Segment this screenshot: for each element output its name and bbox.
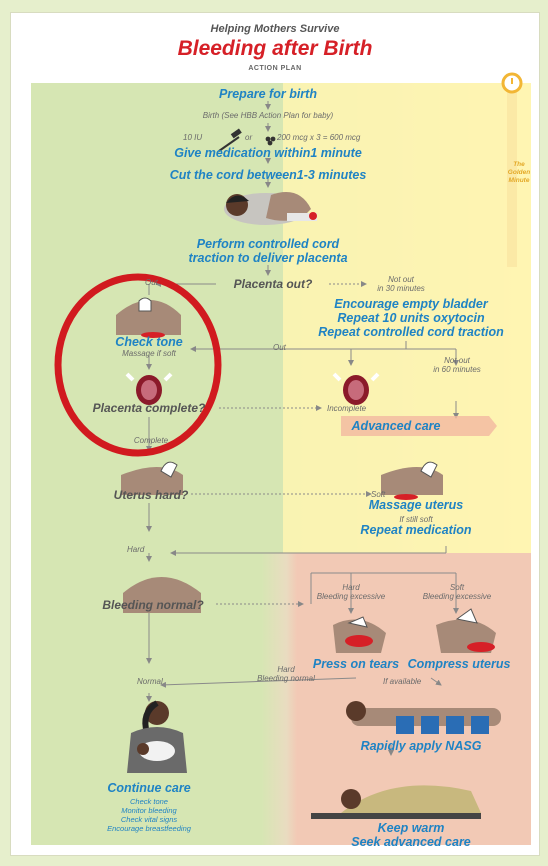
compress-uterus-illustration bbox=[436, 608, 496, 653]
step-keep-warm: Keep warm bbox=[377, 821, 445, 835]
dose-oxytocin: 10 IU bbox=[183, 133, 203, 142]
dose-misoprostol: 200 mcg x 3 = 600 mcg bbox=[277, 133, 361, 142]
label-out-2: Out bbox=[273, 343, 286, 352]
press-tears-illustration bbox=[333, 616, 386, 653]
continue-care-illustration bbox=[127, 700, 187, 773]
step-seek-advanced-care: Seek advanced care bbox=[351, 835, 471, 849]
step-repeat-medication: Repeat medication bbox=[360, 523, 472, 537]
step-repeat-cct: Repeat controlled cord traction bbox=[318, 325, 504, 339]
page-subtitle: ACTION PLAN bbox=[248, 65, 302, 72]
keep-warm-illustration bbox=[311, 785, 481, 819]
step-continue-care: Continue care bbox=[107, 781, 191, 795]
label-if-still-soft: If still soft bbox=[399, 515, 433, 524]
dose-or: or bbox=[245, 133, 253, 142]
question-placenta-complete: Placenta complete? bbox=[92, 401, 206, 415]
question-bleeding-normal: Bleeding normal? bbox=[102, 598, 204, 612]
action-plan-sheet: Helping Mothers Survive Bleeding after B… bbox=[10, 12, 540, 856]
step-give-medication: Give medication within1 minute bbox=[174, 146, 362, 160]
label-normal: Normal bbox=[137, 677, 163, 686]
syringe-icon bbox=[218, 128, 242, 152]
step-cut-cord: Cut the cord between1-3 minutes bbox=[169, 168, 367, 182]
label-incomplete: Incomplete bbox=[327, 404, 367, 413]
delivery-illustration bbox=[224, 192, 317, 225]
label-soft: Soft bbox=[371, 490, 386, 499]
flow-connectors bbox=[54, 101, 497, 756]
highlight-circle bbox=[54, 273, 222, 457]
nasg-illustration bbox=[346, 701, 501, 734]
step-press-tears: Press on tears bbox=[312, 657, 400, 671]
step-check-tone: Check tone bbox=[115, 335, 183, 349]
step-advanced-care: Advanced care bbox=[351, 419, 441, 433]
bleeding-normal-illustration bbox=[123, 577, 201, 613]
org-name: Helping Mothers Survive bbox=[210, 23, 340, 35]
check-tone-illustration bbox=[116, 297, 181, 338]
uterus-hard-illustration bbox=[121, 461, 183, 495]
label-out: Out bbox=[145, 278, 158, 287]
step-prepare: Prepare for birth bbox=[219, 87, 317, 101]
step-massage-uterus: Massage uterus bbox=[368, 498, 464, 512]
question-uterus-hard: Uterus hard? bbox=[113, 488, 189, 502]
step-birth: Birth (See HBB Action Plan for baby) bbox=[202, 111, 334, 120]
question-placenta-out: Placenta out? bbox=[233, 277, 313, 291]
label-complete: Complete bbox=[133, 436, 169, 445]
massage-uterus-illustration bbox=[381, 461, 443, 500]
label-if-available: If available bbox=[383, 677, 422, 686]
placenta-check-illustration-right bbox=[332, 372, 380, 405]
illustrations bbox=[116, 128, 501, 819]
step-cct-line2: traction to deliver placenta bbox=[188, 251, 348, 265]
step-nasg: Rapidly apply NASG bbox=[360, 739, 482, 753]
placenta-check-illustration-left bbox=[125, 372, 173, 405]
step-cct-line1: Perform controlled cord bbox=[196, 237, 340, 251]
step-empty-bladder: Encourage empty bladder bbox=[334, 297, 488, 311]
pills-icon bbox=[265, 136, 276, 146]
label-hard: Hard bbox=[127, 545, 145, 554]
advanced-care-band bbox=[341, 416, 497, 436]
step-repeat-oxytocin: Repeat 10 units oxytocin bbox=[337, 311, 485, 325]
step-compress-uterus: Compress uterus bbox=[407, 657, 511, 671]
page-title: Bleeding after Birth bbox=[177, 37, 373, 60]
step-massage-if-soft: Massage if soft bbox=[122, 349, 176, 358]
